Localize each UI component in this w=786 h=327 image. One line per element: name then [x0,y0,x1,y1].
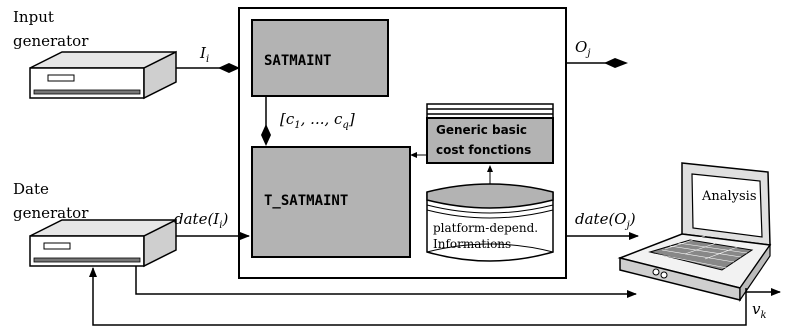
input-generator-device [29,50,177,100]
date-generator-label-line2: generator [13,204,89,222]
date-output-label: date(Oj) [575,210,636,231]
platform-line1: platform-depend. [433,221,539,235]
date-generator-device [29,218,177,268]
input-generator-label-line1: Input [13,8,54,26]
input-signal-label: Ii [200,44,210,65]
generic-cost-stack [426,103,554,164]
generic-cost-line1: Generic basic [436,123,528,137]
constraints-label: [c1, ..., cq] [280,110,355,131]
vk-label: vk [752,300,767,321]
t-satmaint-label: T_SATMAINT [264,193,349,209]
output-diamond [604,58,628,68]
satmaint-link-diamond [261,124,271,146]
analysis-label: Analysis [702,189,757,204]
date-to-laptop-line [135,266,637,298]
input-diamond [218,63,240,73]
output-signal-label: Oj [575,38,591,59]
platform-database [426,183,554,262]
satmaint-label: SATMAINT [264,53,332,69]
laptop-device [617,162,772,302]
generic-cost-line2: cost fonctions [436,143,532,157]
input-generator-label-line2: generator [13,32,89,50]
date-input-label: date(Ii) [174,210,229,231]
satmaint-block: SATMAINT [251,19,389,97]
platform-line2: Informations [433,237,512,251]
date-generator-label-line1: Date [13,180,49,198]
feedback-line [89,267,747,326]
t-satmaint-block: T_SATMAINT [251,146,411,258]
